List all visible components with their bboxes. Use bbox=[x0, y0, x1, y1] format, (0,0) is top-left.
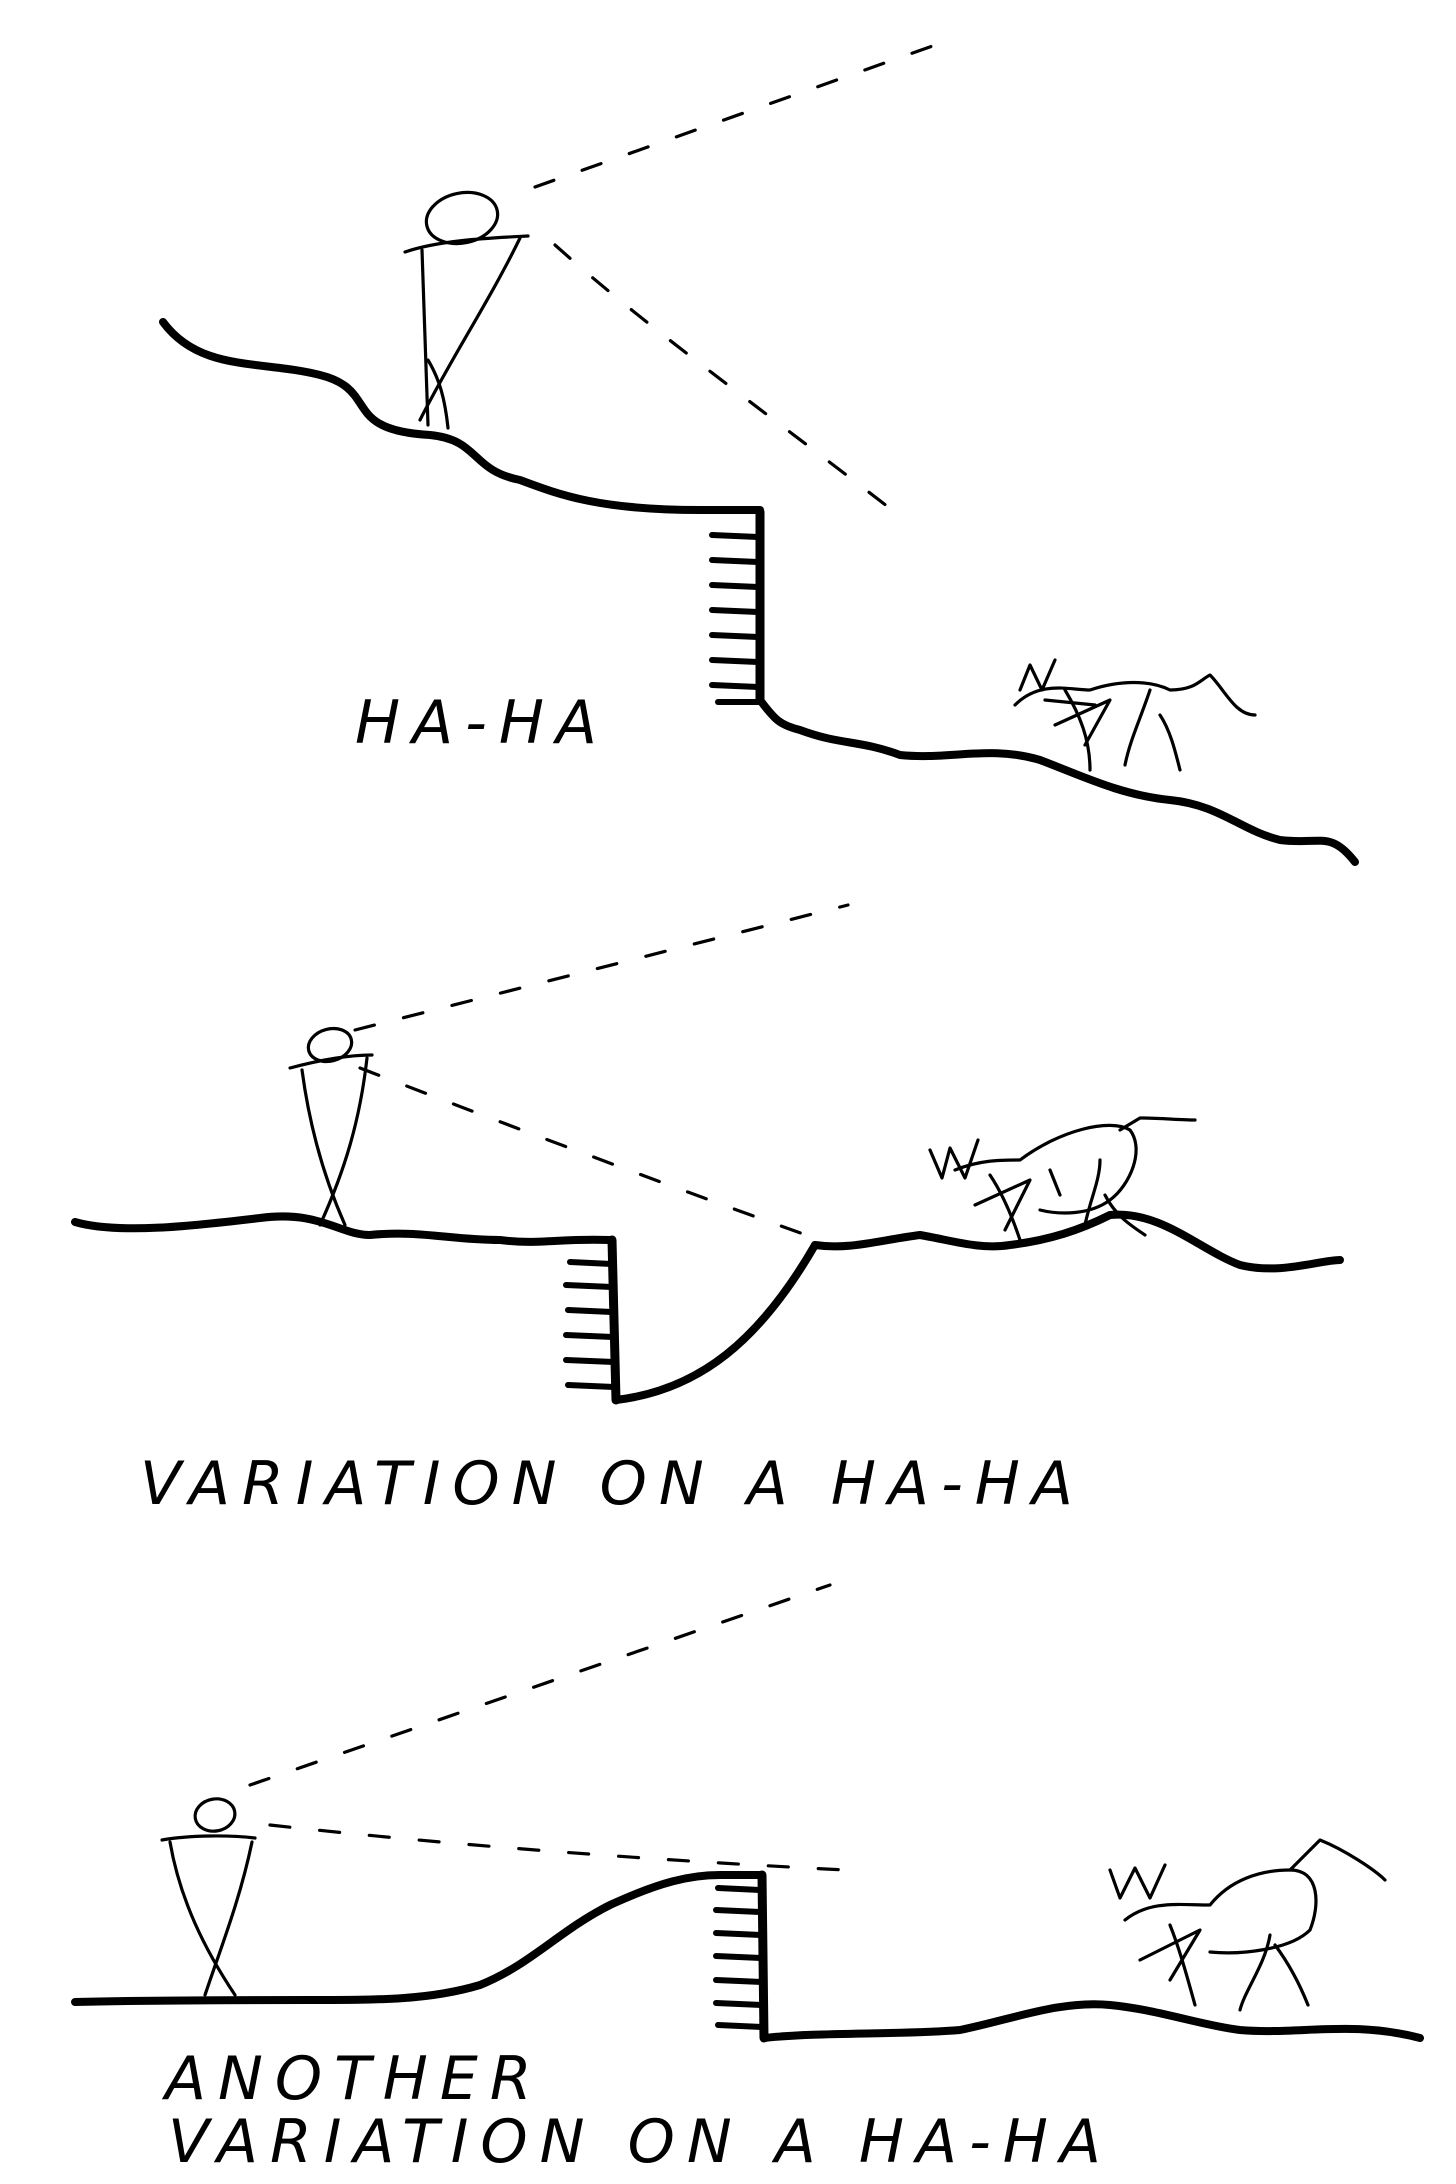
wall-ribs bbox=[563, 1259, 617, 1390]
right-ground bbox=[811, 1210, 1344, 1273]
caption-variation: VARIATION ON A HA-HA bbox=[140, 1449, 1085, 1519]
sight-lines bbox=[533, 36, 957, 522]
sight-lines bbox=[248, 1583, 847, 1872]
wall-ribs bbox=[709, 532, 761, 705]
person-figure bbox=[288, 1026, 374, 1227]
grazing-animal bbox=[1108, 1838, 1387, 2012]
left-ground bbox=[71, 1212, 614, 1246]
lower-ground bbox=[760, 2000, 1424, 2042]
sight-lines bbox=[353, 903, 850, 1242]
caption-ha-ha: HA-HA bbox=[355, 688, 609, 758]
upper-ground bbox=[159, 318, 764, 514]
grazing-animal bbox=[1013, 658, 1257, 772]
panel-variation: VARIATION ON A HA-HA bbox=[71, 903, 1344, 1519]
panel-another-variation: ANOTHER VARIATION ON A HA-HA bbox=[71, 1583, 1424, 2177]
caption-variation-line-2: VARIATION ON A HA-HA bbox=[168, 2107, 1113, 2177]
wall-ribs bbox=[713, 1885, 765, 2030]
caption-another: ANOTHER bbox=[161, 2044, 544, 2114]
left-ground-and-mound bbox=[71, 1871, 764, 2006]
person-figure bbox=[403, 190, 530, 430]
lower-ground bbox=[756, 696, 1359, 866]
panel-ha-ha: HA-HA bbox=[159, 36, 1359, 866]
grazing-animal bbox=[928, 1116, 1197, 1242]
person-figure bbox=[160, 1797, 257, 1997]
ditch-slope bbox=[612, 1241, 819, 1404]
